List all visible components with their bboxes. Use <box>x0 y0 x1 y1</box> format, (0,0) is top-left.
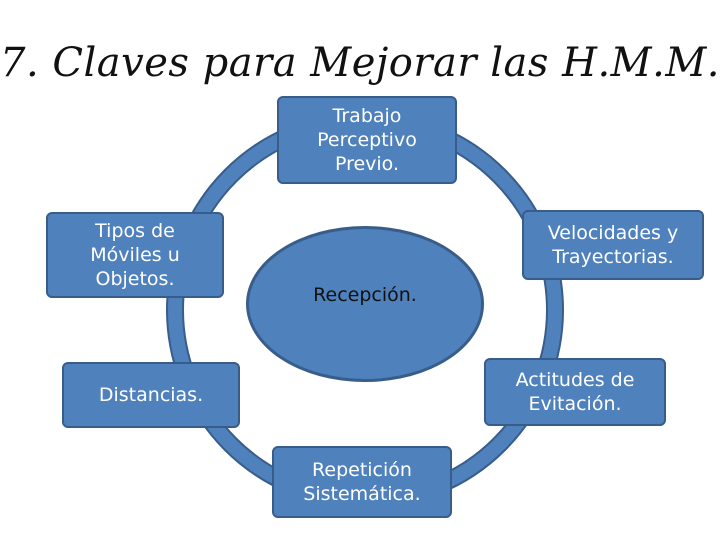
center-label: Recepción. <box>313 284 417 306</box>
node-tipos-de-moviles: Tipos de Móviles u Objetos. <box>46 212 224 298</box>
node-trabajo-perceptivo: Trabajo Perceptivo Previo. <box>277 96 457 184</box>
node-distancias: Distancias. <box>62 362 240 428</box>
center-ellipse <box>246 226 484 382</box>
node-velocidades-trayectorias: Velocidades y Trayectorias. <box>522 210 704 280</box>
slide-title: 7. Claves para Mejorar las H.M.M. <box>0 40 720 86</box>
node-repeticion-sistematica: Repetición Sistemática. <box>272 446 452 518</box>
node-actitudes-evitacion: Actitudes de Evitación. <box>484 358 666 426</box>
